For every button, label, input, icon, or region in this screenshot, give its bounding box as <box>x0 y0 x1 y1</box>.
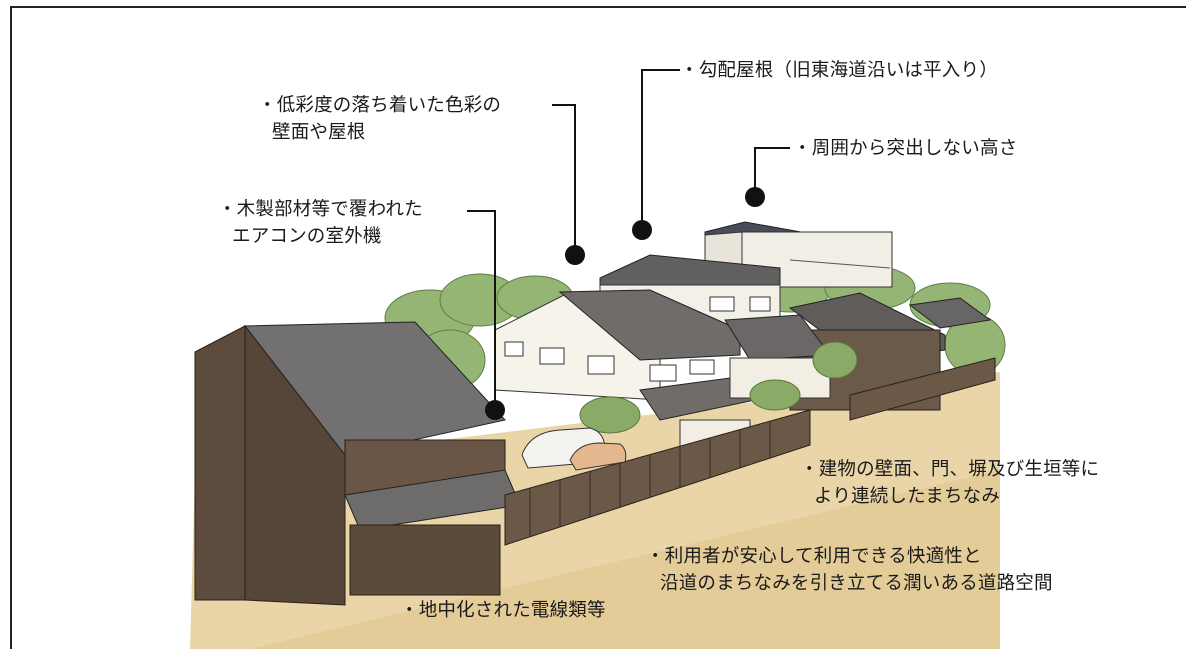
annotation-aircon-line2: エアコンの室外機 <box>232 226 382 247</box>
annotation-height-line1: ・周囲から突出しない高さ <box>793 138 1018 159</box>
annotation-continuity: ・建物の壁面、門、塀及び生垣等に より連続したまちなみ <box>800 456 1099 510</box>
leader-dot-height <box>745 187 765 207</box>
annotation-road-line2: 沿道のまちなみを引き立てる潤いある道路空間 <box>660 573 1053 594</box>
leader-dot-color <box>565 245 585 265</box>
annotation-road: ・利用者が安心して利用できる快適性と 沿道のまちなみを引き立てる潤いある道路空間 <box>646 543 1053 597</box>
annotation-roof-line1: ・勾配屋根（旧東海道沿いは平入り） <box>680 60 998 81</box>
annotation-wires-line1: ・地中化された電線類等 <box>400 600 606 621</box>
annotation-continuity-line2: より連続したまちなみ <box>814 486 1001 507</box>
parked-cars <box>521 427 627 471</box>
annotation-aircon-line1: ・木製部材等で覆われた <box>218 199 423 220</box>
annotation-aircon: ・木製部材等で覆われた エアコンの室外機 <box>218 196 423 250</box>
annotation-color-line2: 壁面や屋根 <box>272 122 366 143</box>
fence-stripes <box>529 421 771 537</box>
annotation-roof: ・勾配屋根（旧東海道沿いは平入り） <box>680 57 998 84</box>
hedges <box>579 341 858 434</box>
annotation-color-line1: ・低彩度の落ち着いた色彩の <box>258 95 502 116</box>
fence-right <box>849 357 996 421</box>
figure-frame <box>10 6 1186 649</box>
annotation-height: ・周囲から突出しない高さ <box>793 135 1017 162</box>
leader-dot-roof <box>632 220 652 240</box>
leader-lines <box>467 69 790 405</box>
annotation-color: ・低彩度の落ち着いた色彩の 壁面や屋根 <box>258 92 501 146</box>
leader-dot-aircon <box>485 400 505 420</box>
annotation-wires: ・地中化された電線類等 <box>400 597 606 624</box>
annotation-continuity-line1: ・建物の壁面、門、塀及び生垣等に <box>800 459 1100 480</box>
road-surface <box>250 470 1000 649</box>
leader-dots <box>485 187 765 420</box>
annotation-road-line1: ・利用者が安心して利用できる快適性と <box>646 546 982 567</box>
storehouse-left <box>194 321 521 606</box>
house-white <box>494 289 757 461</box>
houses-right <box>724 292 992 411</box>
wooden-fence <box>504 409 811 546</box>
